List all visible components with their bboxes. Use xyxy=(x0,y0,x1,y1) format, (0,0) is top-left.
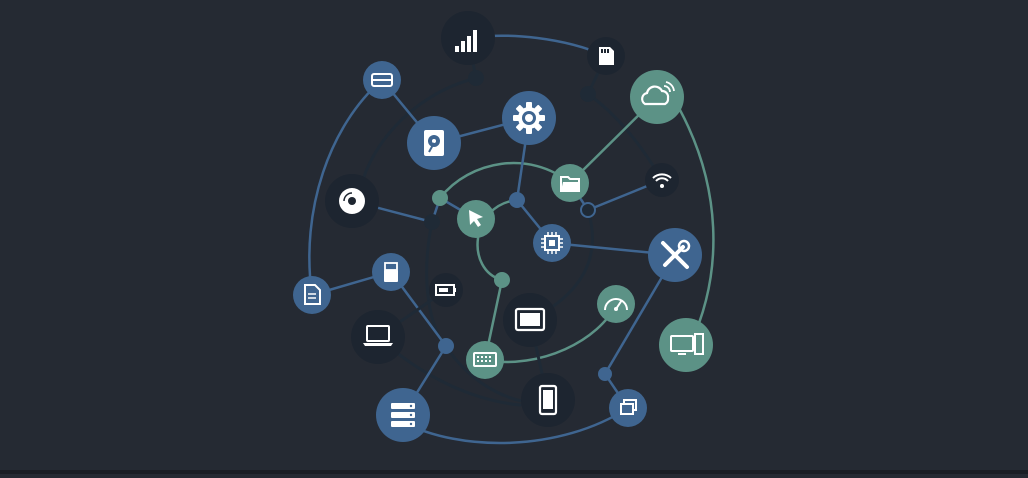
junction-dot xyxy=(509,192,525,208)
hard-drive-icon xyxy=(407,116,461,170)
router-icon xyxy=(363,61,401,99)
usb-drive-icon xyxy=(372,253,410,291)
sd-card-icon xyxy=(587,37,625,75)
settings-gear-icon xyxy=(502,91,556,145)
speedometer-icon xyxy=(597,285,635,323)
document-icon xyxy=(293,276,331,314)
battery-icon xyxy=(429,273,463,307)
cursor-arrow-icon xyxy=(457,200,495,238)
tablet-icon xyxy=(503,293,557,347)
junction-dot xyxy=(438,338,454,354)
server-icon xyxy=(376,388,430,442)
bottom-edge-strip xyxy=(0,470,1028,474)
junction-dot xyxy=(581,203,595,217)
tools-icon xyxy=(648,228,702,282)
outer-arc-right xyxy=(680,110,713,345)
signal-bars-icon xyxy=(441,11,495,65)
keyboard-icon xyxy=(466,341,504,379)
folder-icon xyxy=(551,164,589,202)
spiral-teal-1 xyxy=(440,163,570,198)
junction-dot xyxy=(424,214,440,230)
cloud-wifi-icon xyxy=(630,70,684,124)
junction-dot xyxy=(494,272,510,288)
junction-dot xyxy=(432,190,448,206)
outer-arc-bottom xyxy=(403,408,628,443)
windows-icon xyxy=(609,389,647,427)
laptop-icon xyxy=(351,310,405,364)
smartphone-icon xyxy=(521,373,575,427)
junction-dot xyxy=(468,70,484,86)
desktop-computer-icon xyxy=(659,318,713,372)
junction-dot xyxy=(580,86,596,102)
junction-dot xyxy=(598,367,612,381)
wifi-icon xyxy=(645,163,679,197)
optical-disc-icon xyxy=(325,174,379,228)
cpu-chip-icon xyxy=(533,224,571,262)
